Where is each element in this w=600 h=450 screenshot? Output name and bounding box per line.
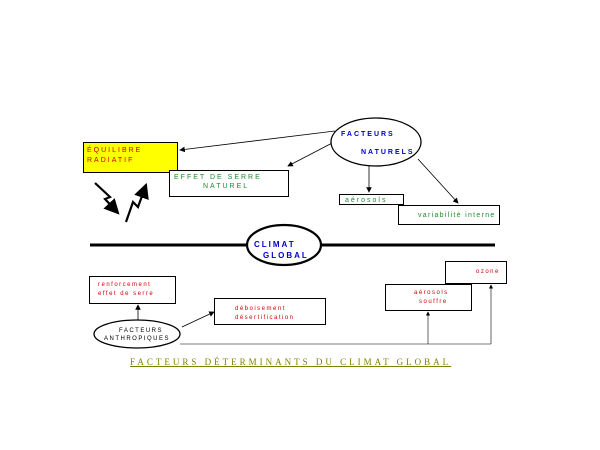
natural-factors-ellipse bbox=[330, 117, 422, 167]
natural-factors-label-line2: NATURELS bbox=[361, 149, 415, 156]
arrow-natural-to-variability bbox=[417, 158, 459, 204]
natural-greenhouse-box bbox=[169, 170, 289, 197]
reinforcement-label-line2: effet de serre bbox=[98, 291, 155, 297]
arrow-natural-to-equilibrium bbox=[179, 130, 336, 153]
global-climate-label-line1: CLIMAT bbox=[254, 240, 296, 249]
aerosols-box bbox=[339, 194, 404, 205]
ozone-label: ozone bbox=[476, 269, 500, 275]
internal-variability-label: variabilité interne bbox=[418, 212, 496, 219]
global-climate-label-line2: GLOBAL bbox=[263, 251, 309, 260]
sulfur-aerosols-label-line1: aérosols bbox=[414, 290, 449, 296]
anthropic-factors-label-line1: FACTEURS bbox=[119, 328, 164, 334]
arrow-natural-to-greenhouse bbox=[287, 140, 337, 167]
arrow-anthropic-to-deforestation bbox=[181, 311, 215, 328]
zigzag-arrow-up bbox=[124, 182, 149, 223]
ozone-box bbox=[445, 261, 507, 284]
radiative-balance-label-line1: ÉQUILIBRE bbox=[87, 147, 143, 154]
greenhouse-reinforcement-box bbox=[89, 276, 176, 304]
anthropic-factors-ellipse bbox=[93, 319, 181, 349]
deforestation-box bbox=[214, 298, 326, 325]
radiative-balance-label-line2: RADIATIF bbox=[87, 157, 135, 164]
natural-greenhouse-label-line1: EFFET DE SERRE bbox=[174, 174, 262, 181]
global-climate-ellipse bbox=[245, 223, 323, 267]
internal-variability-box bbox=[398, 205, 500, 225]
sulfur-aerosols-label-line2: souffre bbox=[419, 299, 448, 305]
natural-greenhouse-label-line2: NATUREL bbox=[203, 183, 250, 190]
deforestation-label-line2: désertification bbox=[235, 315, 295, 321]
anthropic-factors-label-line2: ANTHROPIQUES bbox=[104, 336, 171, 342]
diagram-title: FACTEURS DÉTERMINANTS DU CLIMAT GLOBAL bbox=[130, 357, 452, 367]
radiative-balance-box bbox=[83, 142, 178, 173]
deforestation-label-line1: déboisement bbox=[235, 306, 286, 312]
reinforcement-label-line1: renforcement bbox=[98, 282, 152, 288]
natural-factors-label-line1: FACTEURS bbox=[341, 131, 395, 138]
zigzag-arrow-down bbox=[94, 182, 120, 215]
aerosols-label: aérosols bbox=[345, 197, 388, 204]
sulfur-aerosols-box bbox=[385, 284, 472, 311]
